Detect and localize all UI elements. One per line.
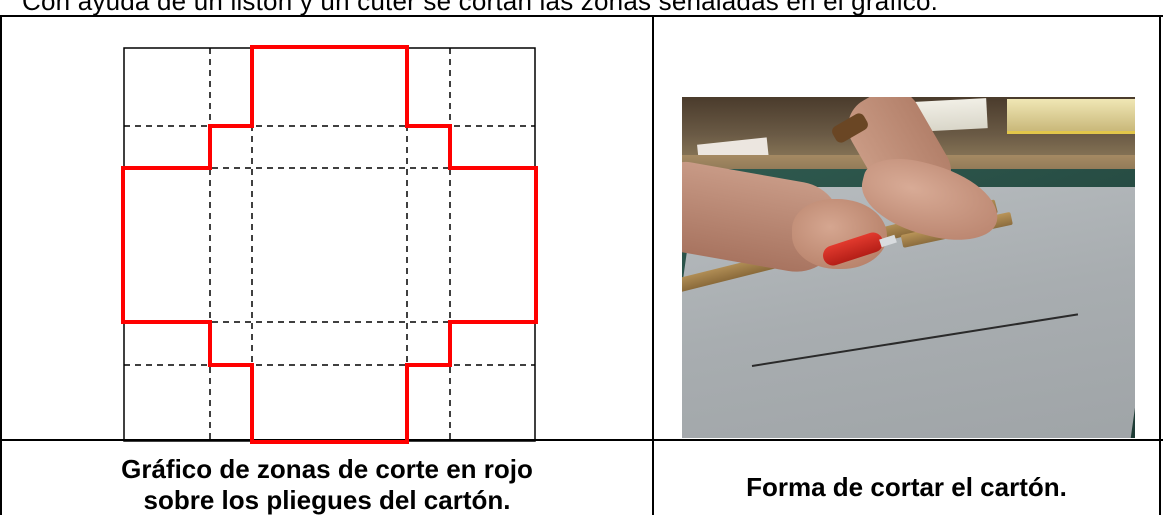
- table-border-top: [0, 15, 1163, 17]
- table-border-middle: [652, 15, 654, 515]
- cut-outline: [121, 45, 538, 444]
- net-outer-square: [123, 47, 536, 442]
- diagram-caption: Gráfico de zonas de corte en rojo sobre …: [2, 454, 652, 516]
- photo-caption: Forma de cortar el cartón.: [746, 472, 1067, 502]
- table-border-right: [1159, 15, 1161, 515]
- diagram-caption-line1: Gráfico de zonas de corte en rojo: [121, 454, 533, 484]
- fold-lines: [124, 48, 535, 441]
- table-border-left: [0, 15, 2, 515]
- table-border-row: [0, 439, 1163, 441]
- cutting-photo: [682, 97, 1135, 438]
- diagram-caption-line2: sobre los pliegues del cartón.: [143, 485, 511, 515]
- photo-board: [1007, 99, 1135, 134]
- header-text: Con ayuda de un listón y un cúter se cor…: [22, 0, 939, 16]
